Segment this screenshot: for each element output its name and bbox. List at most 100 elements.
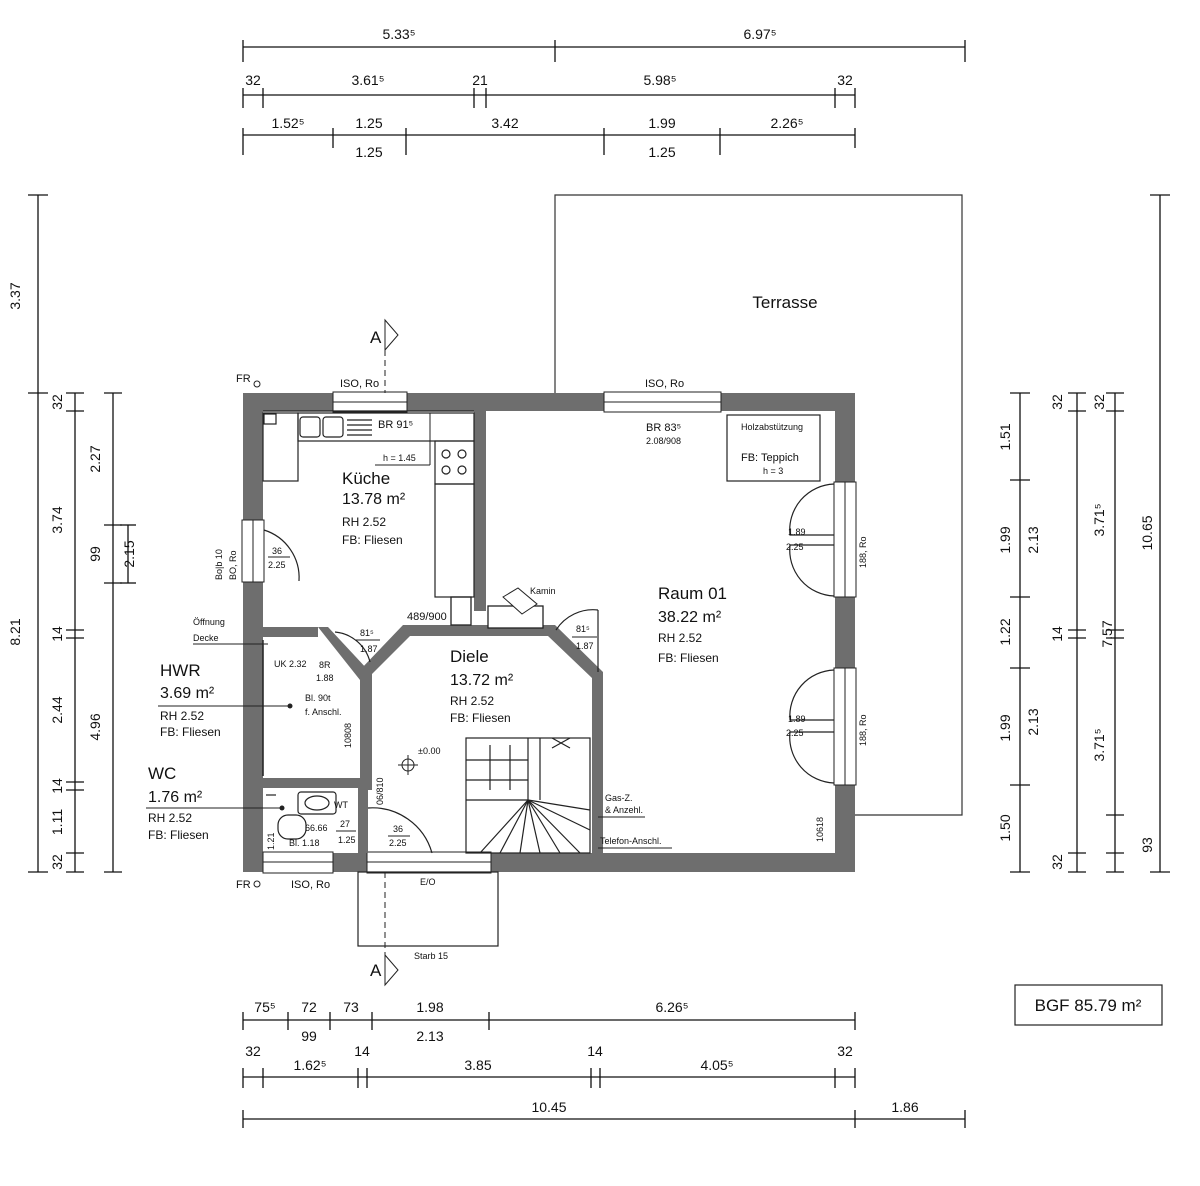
dim-bot2-e: 14 — [587, 1043, 603, 1059]
dim-right2-d: 3.71⁵ — [1091, 728, 1107, 761]
dim-right4-a: 1.51 — [997, 423, 1013, 450]
d81-left: 81⁵ — [360, 628, 374, 638]
iso-ro-top-left: ISO, Ro — [340, 378, 379, 390]
bl90-label: Bl. 90t — [305, 693, 331, 703]
room-name-diele: Diele — [450, 647, 489, 666]
dim-left1-a: 3.37 — [7, 282, 23, 309]
room-area-raum01: 38.22 m² — [658, 609, 722, 626]
dim-top3-a: 1.52⁵ — [271, 115, 304, 131]
exterior-walls — [241, 391, 857, 874]
room-area-kueche: 13.78 m² — [342, 491, 406, 508]
d187-left: 1.87 — [360, 644, 378, 654]
dim-top1-b: 6.97⁵ — [743, 26, 776, 42]
bo-ro-label: BO, Ro — [228, 550, 238, 580]
d36-entrance: 36 — [393, 824, 403, 834]
room-name-kueche: Küche — [342, 469, 390, 488]
dim-right2-a: 32 — [1091, 394, 1107, 410]
d225-kitchen: 2.25 — [268, 560, 286, 570]
dim-left1-b: 8.21 — [7, 618, 23, 645]
wt-label: WT — [334, 800, 348, 810]
pm000-label: ±0.00 — [418, 746, 440, 756]
uk-label: UK 2.32 — [274, 659, 307, 669]
room-kueche: Küche 13.78 m² RH 2.52 FB: Fliesen — [342, 469, 406, 547]
d225-entrance: 2.25 — [389, 838, 407, 848]
anzehl-label: & Anzehl. — [605, 805, 643, 815]
room-area-diele: 13.72 m² — [450, 672, 514, 689]
room-area-hwr: 3.69 m² — [160, 685, 215, 702]
dim-right3-b: 2.13 — [1025, 526, 1041, 553]
bo10-label: Bo|b 10 — [214, 549, 224, 580]
wc-fixtures — [266, 791, 337, 840]
room-name-raum01: Raum 01 — [658, 584, 727, 603]
annotations: FR ISO, Ro ISO, Ro FR ISO, Ro BR 91⁵ h =… — [193, 373, 868, 961]
dim-bot2-g: 32 — [837, 1043, 853, 1059]
d188ro-bottom: 188, Ro — [858, 714, 868, 746]
dim-bot1-c: 73 — [343, 999, 359, 1015]
room-fb-raum01: FB: Fliesen — [658, 651, 719, 665]
d188-label: 1.88 — [316, 673, 334, 683]
fb-teppich-label: FB: Teppich — [741, 452, 799, 464]
dim-right3-a: 32 — [1049, 394, 1065, 410]
holz-label: Holzabstützung — [741, 422, 803, 432]
dim-left3-c: 4.96 — [87, 713, 103, 740]
fr-bottom-label: FR — [236, 879, 251, 891]
dim-bot1-a: 75⁵ — [254, 999, 275, 1015]
room-rh-hwr: RH 2.52 — [160, 709, 204, 723]
terrace-label: Terrasse — [752, 293, 817, 312]
dim-top3-b: 1.25 — [355, 115, 382, 131]
dim-left2-f: 1.11 — [49, 809, 65, 835]
iso-ro-bottom: ISO, Ro — [291, 879, 330, 891]
dim-bot1-d: 1.98 — [416, 999, 443, 1015]
starb-label: Starb 15 — [414, 951, 448, 961]
dim-right2-e: 93 — [1139, 837, 1155, 853]
decke-label: Decke — [193, 633, 219, 643]
telefon-label: Telefon-Anschl. — [600, 836, 662, 846]
dim-right2-b: 3.71⁵ — [1091, 503, 1107, 536]
dim-right3-d: 2.13 — [1025, 708, 1041, 735]
dim-bot1b-a: 99 — [301, 1028, 317, 1044]
dim-top3-e: 2.26⁵ — [770, 115, 803, 131]
br83-sub-label: 2.08/908 — [646, 436, 681, 446]
dim-right3-e: 32 — [1049, 854, 1065, 870]
doors — [262, 483, 835, 854]
anschl-label: f. Anschl. — [305, 707, 342, 717]
d225-bottom: 2.25 — [786, 728, 804, 738]
dim-right4-c: 1.22 — [997, 618, 1013, 645]
dim-right1-a: 10.65 — [1139, 515, 1155, 550]
dim-bot2-d: 3.85 — [464, 1057, 491, 1073]
section-a-top-label: A — [370, 328, 382, 347]
d189-bottom: 1.89 — [788, 714, 806, 724]
dim-bot2-f: 4.05⁵ — [700, 1057, 733, 1073]
br91-label: BR 91⁵ — [378, 419, 413, 431]
room-rh-kueche: RH 2.52 — [342, 515, 386, 529]
dim-left3-b: 99 — [87, 546, 103, 562]
room-raum01: Raum 01 38.22 m² RH 2.52 FB: Fliesen — [658, 584, 727, 665]
staircase — [465, 737, 591, 854]
dim-left2-a: 32 — [49, 394, 65, 410]
iso-ro-top-right: ISO, Ro — [645, 378, 684, 390]
dim-top3b-a: 1.25 — [355, 144, 382, 160]
dim-top2-d: 5.98⁵ — [643, 72, 676, 88]
d188ro-top: 188, Ro — [858, 536, 868, 568]
dim-right4-e: 1.50 — [997, 814, 1013, 841]
dim-left2-g: 32 — [49, 854, 65, 870]
dim-left2-e: 14 — [49, 778, 65, 794]
d10618-label: 10618 — [815, 817, 825, 842]
d489-label: 489/900 — [407, 611, 447, 623]
room-fb-wc: FB: Fliesen — [148, 828, 209, 842]
dim-top3-c: 3.42 — [491, 115, 518, 131]
d10808-label: 10808 — [343, 723, 353, 748]
room-area-wc: 1.76 m² — [148, 789, 203, 806]
dim-top3-d: 1.99 — [648, 115, 675, 131]
dim-left3-a: 2.27 — [87, 445, 103, 472]
room-wc: WC 1.76 m² RH 2.52 FB: Fliesen — [146, 764, 285, 842]
bgf-label: BGF 85.79 m² — [1035, 996, 1142, 1015]
dim-bot2-c: 14 — [354, 1043, 370, 1059]
dim-left2-b: 3.74 — [49, 506, 65, 533]
dim-top3b-b: 1.25 — [648, 144, 675, 160]
dim-right3-c: 14 — [1049, 626, 1065, 642]
d81-right: 81⁵ — [576, 624, 590, 634]
fr-top-label: FR — [236, 373, 251, 385]
dim-bot2-b: 1.62⁵ — [293, 1057, 326, 1073]
